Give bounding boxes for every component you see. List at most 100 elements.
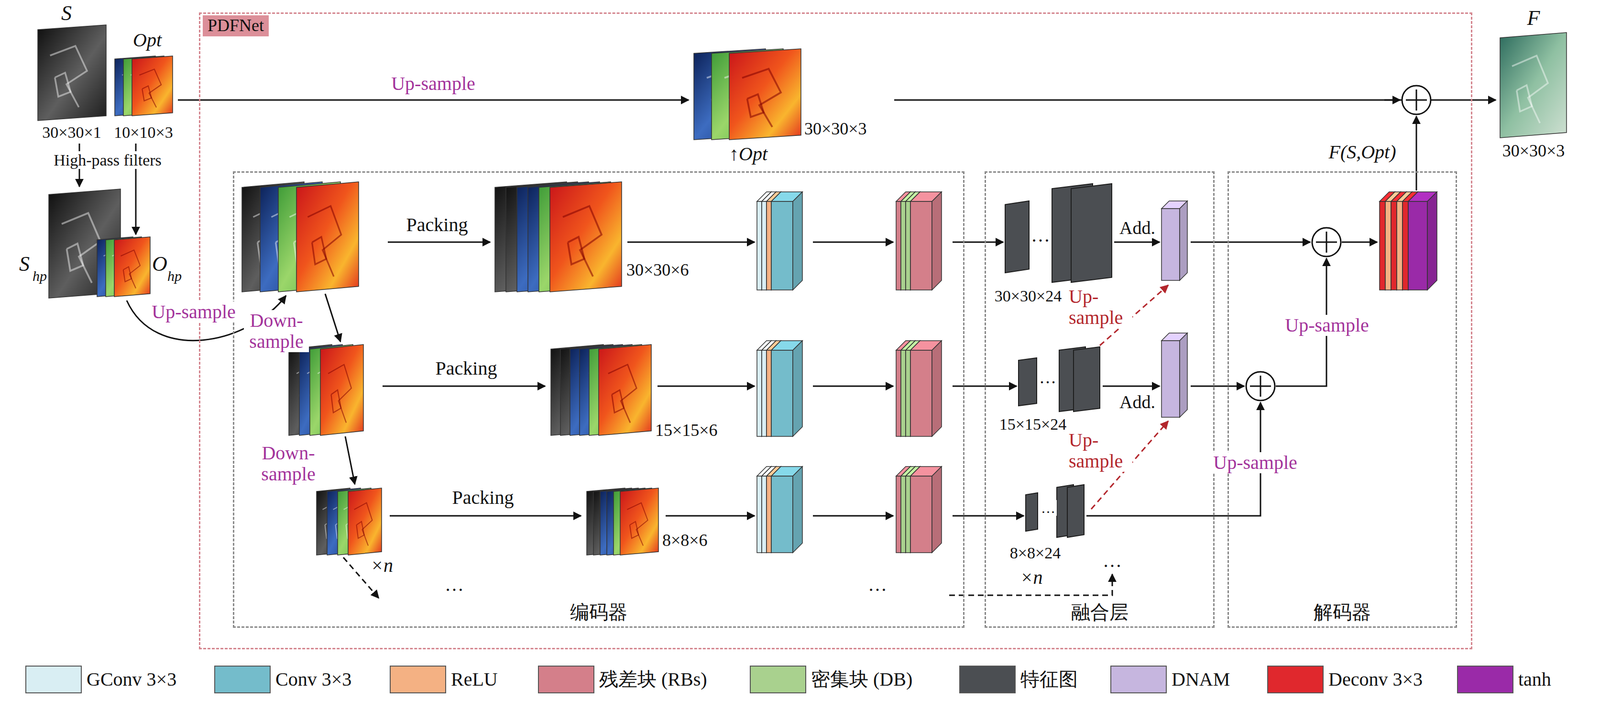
feature-map — [1018, 357, 1037, 406]
node-label: hp — [32, 267, 47, 284]
image-layer — [549, 181, 622, 292]
layer-side — [792, 466, 803, 553]
annotation-label: … — [1029, 224, 1052, 246]
layer-front — [1161, 340, 1180, 417]
module-frame: 30×30×615×15×68×8×6编码器 — [232, 171, 965, 628]
add-cross — [1249, 375, 1272, 397]
legend-label: 残差块 (RBs) — [599, 668, 708, 690]
image-layer — [729, 48, 801, 140]
image-texture — [568, 236, 585, 265]
layer-front — [905, 475, 911, 553]
feature-map — [1067, 484, 1085, 537]
feature-map — [1025, 492, 1038, 531]
flow-arrow — [389, 515, 581, 517]
layer-side — [1427, 191, 1437, 290]
legend-label: Deconv 3×3 — [1328, 668, 1423, 690]
flow-arrow — [345, 436, 355, 484]
layer-front — [771, 350, 793, 437]
image-texture — [54, 72, 71, 97]
edge-label: Up-sample — [389, 73, 477, 95]
annotation-label: ×n — [369, 554, 395, 576]
image-texture — [612, 389, 625, 413]
flow-arrow — [1415, 116, 1418, 191]
image-layer — [37, 24, 107, 121]
image-texture — [312, 236, 327, 265]
image-texture — [50, 45, 88, 108]
layer-front — [900, 350, 906, 437]
flow-arrow — [812, 241, 894, 243]
feature-map — [1073, 346, 1100, 412]
node-label: 解码器 — [1313, 601, 1371, 623]
annotation-label: Up-sample — [150, 301, 238, 323]
legend-label: Conv 3×3 — [275, 668, 352, 690]
layer-side — [1179, 200, 1188, 281]
layer-side — [761, 340, 772, 437]
layer-front — [1408, 201, 1428, 290]
layer-side — [900, 466, 911, 553]
legend-swatch — [25, 665, 82, 693]
layer-front — [910, 201, 932, 290]
legend-label: 特征图 — [1020, 668, 1078, 690]
layer-front — [766, 475, 772, 553]
annotation-label: … — [1101, 549, 1124, 571]
image-layer — [598, 344, 652, 436]
layer-side — [761, 191, 772, 290]
flow-arrow — [952, 385, 1017, 387]
annotation-label: … — [443, 573, 466, 595]
annotation-label: Up-sample — [1283, 314, 1371, 336]
annotation-label: Up- sample — [1067, 429, 1133, 472]
image-texture — [1512, 55, 1548, 123]
image-layer — [348, 487, 382, 555]
annotation-label: Packing — [450, 486, 516, 508]
legend-swatch — [389, 665, 447, 693]
flow-arrow — [665, 515, 755, 517]
annotation-label: Add. — [1117, 218, 1157, 239]
annotation-label: Down- sample — [243, 309, 309, 352]
node-label: 30×30×3 — [804, 119, 867, 139]
node-label: 编码器 — [569, 601, 628, 623]
layer-front — [766, 201, 772, 290]
add-circle — [1312, 227, 1341, 257]
image-node: F30×30×3 — [1495, 5, 1579, 164]
annotation-label: Add. — [1117, 392, 1157, 413]
image-texture — [123, 266, 132, 282]
image-layer — [620, 487, 659, 555]
feature-node: 8×8×24 — [999, 482, 1091, 565]
image-layer — [1500, 32, 1567, 138]
annotation-label: F(S,Opt) — [1326, 141, 1398, 163]
image-texture — [66, 243, 84, 271]
legend-swatch — [1267, 665, 1324, 693]
annotation-label: Up- sample — [1067, 285, 1133, 329]
annotation-label: Packing — [405, 214, 470, 236]
legend-swatch — [749, 665, 807, 693]
flow-arrow — [387, 241, 491, 243]
flow-arrow — [952, 241, 1004, 243]
image-texture — [328, 364, 352, 423]
annotation-label: … — [1037, 368, 1058, 388]
image-texture — [142, 86, 152, 101]
image-layer — [296, 181, 359, 292]
legend-label: 密集块 (DB) — [810, 668, 913, 690]
image-node: Ohp — [95, 234, 192, 302]
image-texture — [629, 521, 639, 538]
layer-side — [761, 466, 772, 553]
image-texture — [139, 69, 162, 108]
layer-front — [771, 475, 793, 553]
image-texture — [747, 94, 765, 118]
annotation-label: … — [866, 573, 889, 595]
flow-arrow — [627, 241, 755, 243]
node-label: 融合层 — [1071, 601, 1129, 623]
feature-map — [1005, 200, 1030, 273]
flow-arrow — [1384, 99, 1401, 101]
image-texture — [61, 212, 101, 283]
image-texture — [120, 250, 141, 289]
layer-side — [792, 191, 803, 290]
layer-front — [896, 350, 901, 437]
image-node: 8×8×6 — [584, 483, 715, 558]
layer-front — [1402, 201, 1409, 290]
node-label: 8×8×24 — [1009, 543, 1061, 562]
flow-arrow — [1102, 385, 1160, 387]
layer-side — [900, 191, 911, 290]
node-label: PDFNet — [202, 15, 269, 37]
